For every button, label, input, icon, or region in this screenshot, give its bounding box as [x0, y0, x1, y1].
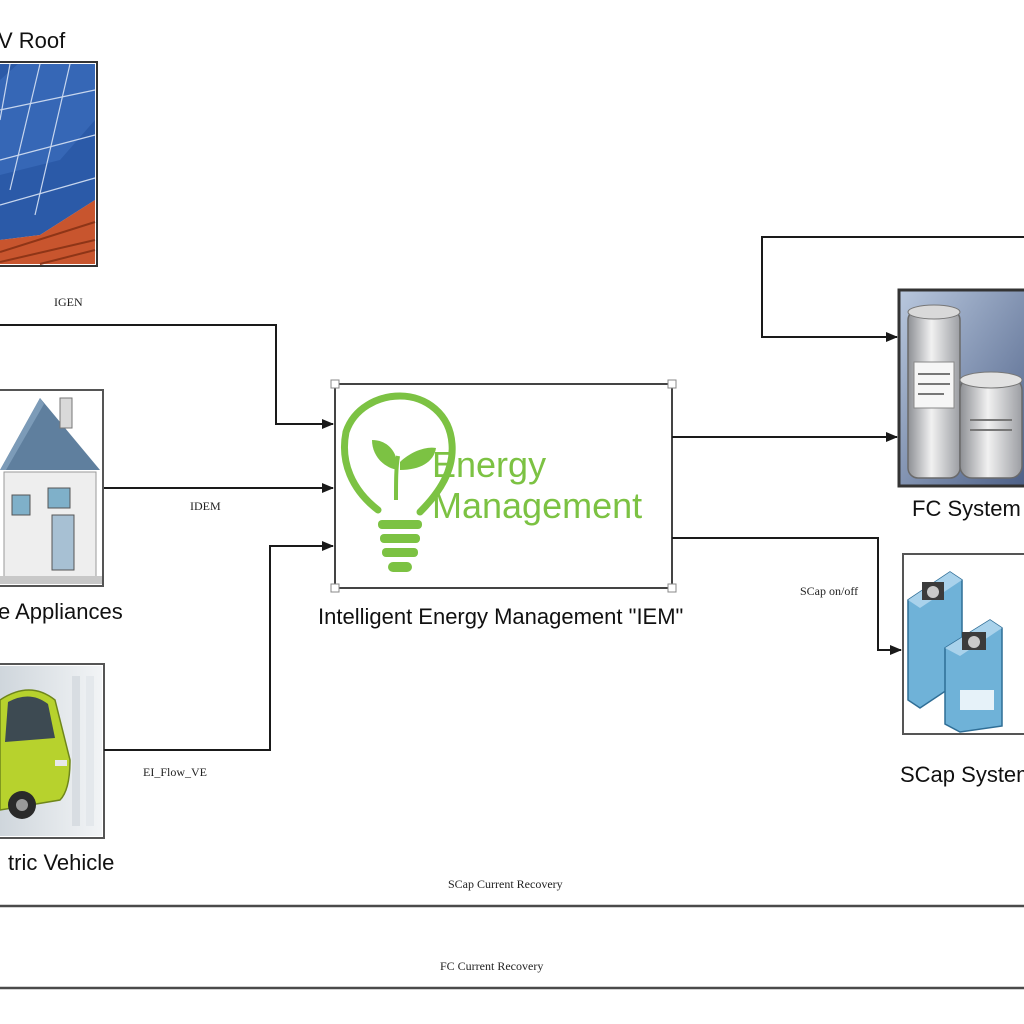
home-appliances-label: e Appliances — [0, 599, 123, 624]
signal-label-igen: IGEN — [54, 295, 83, 309]
wire-igen[interactable] — [0, 324, 334, 429]
car-icon — [0, 666, 102, 836]
house-icon — [0, 397, 102, 584]
signal-labels: IGEN IDEM EI_Flow_VE SCap on/off SCap Cu… — [54, 295, 858, 973]
fc-system-label: FC System — [912, 496, 1021, 521]
scap-system-block[interactable]: SCap System — [900, 553, 1024, 787]
iem-logo-line1: Energy — [432, 444, 546, 485]
signal-label-fc-recovery: FC Current Recovery — [440, 959, 543, 973]
iem-label: Intelligent Energy Management "IEM" — [318, 604, 683, 629]
signal-label-ev-flow: EI_Flow_VE — [143, 765, 207, 779]
wire-ev-flow[interactable] — [104, 541, 334, 751]
lightbulb-leaf-icon — [341, 392, 456, 572]
home-appliances-block[interactable]: e Appliances — [0, 389, 123, 624]
iem-logo-line2: Management — [432, 485, 642, 526]
electric-vehicle-label: tric Vehicle — [8, 850, 114, 875]
signal-label-scap-recovery: SCap Current Recovery — [448, 877, 563, 891]
iem-selection-handles — [330, 379, 677, 593]
wire-fc-feedback[interactable] — [761, 236, 1024, 342]
wire-iem-to-scap[interactable] — [672, 537, 902, 655]
signal-wires — [0, 236, 1024, 990]
pv-roof-block[interactable]: V Roof — [0, 28, 98, 267]
scap-system-label: SCap System — [900, 762, 1024, 787]
electric-vehicle-block[interactable]: tric Vehicle — [0, 663, 114, 875]
signal-label-scap-onoff: SCap on/off — [800, 584, 858, 598]
iem-block[interactable]: Energy Management Intelligent Energy Man… — [318, 379, 683, 629]
pv-roof-image — [0, 63, 96, 265]
fuel-cell-capacitor-icon — [907, 304, 1023, 479]
fc-system-block[interactable]: FC System — [897, 288, 1024, 521]
signal-label-idem: IDEM — [190, 499, 221, 513]
pv-roof-label: V Roof — [0, 28, 66, 53]
supercapacitor-icon — [907, 571, 1003, 733]
